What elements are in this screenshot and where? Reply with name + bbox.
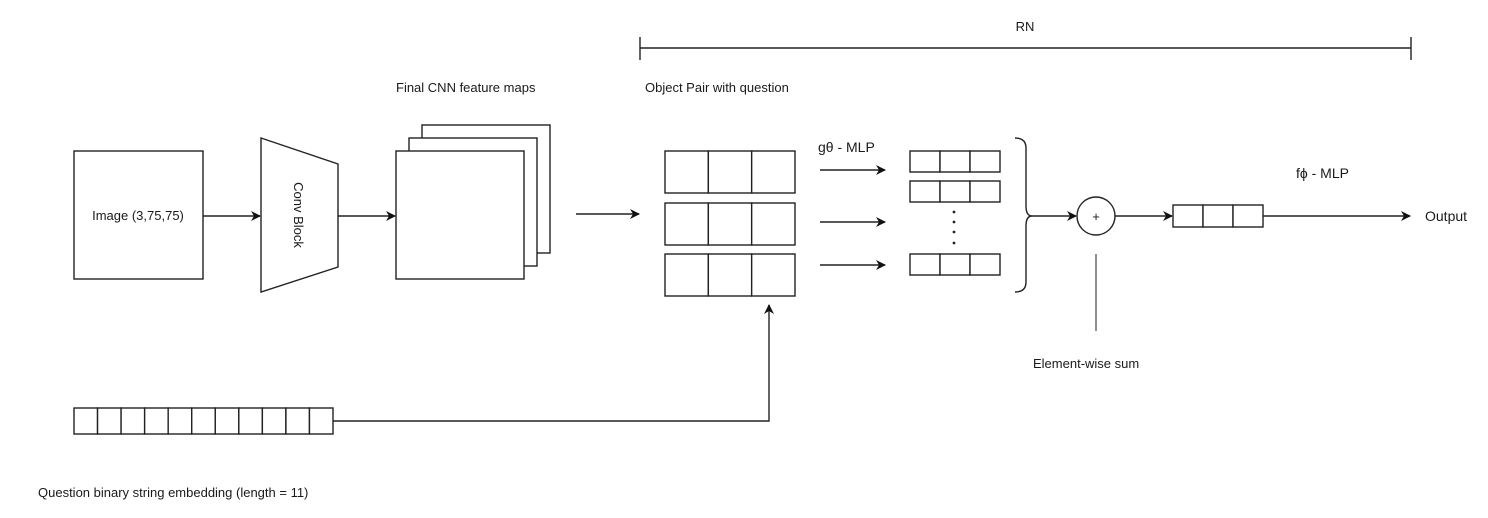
question-embedding-label: Question binary string embedding (length… [38,485,308,500]
feature-map-front [395,150,525,280]
object-pair-row [664,253,796,297]
vector-cell [214,407,240,435]
vector-cell [909,150,941,173]
arrow-question-to-pairs [333,304,774,422]
conv-block-label: Conv Block [291,182,306,248]
vector-cell [120,407,146,435]
vector-cell [750,150,796,194]
feature-maps-label: Final CNN feature maps [396,80,536,95]
object-pair-rows [664,150,796,297]
vector-cell [1172,204,1204,228]
g-theta-label: gθ - MLP [818,139,875,155]
conv-block-node: Conv Block [260,137,339,293]
vector-cell [939,180,971,203]
vector-cell [909,180,941,203]
vector-cell [969,150,1001,173]
f-input-vector [1172,204,1264,228]
vector-cell [261,407,287,435]
image-label: Image (3,75,75) [92,208,184,223]
object-pair-row [664,150,796,194]
vector-cell [308,407,334,435]
question-embedding-vector [73,407,334,435]
vector-cell [73,407,99,435]
question-cells [73,407,334,435]
rn-bracket: RN [639,19,1412,60]
g-output-vector [909,253,1001,276]
sum-brace [1014,137,1033,293]
feature-map-stack [395,124,551,280]
vector-cell [707,253,753,297]
vector-cell [285,407,311,435]
element-wise-sum-label: Element-wise sum [1033,356,1139,371]
vector-cell [939,253,971,276]
vector-cell [750,202,796,246]
vector-cell [1202,204,1234,228]
vector-cell [969,253,1001,276]
vector-cell [664,202,710,246]
g-output-vectors [909,150,1001,276]
vector-cell [143,407,169,435]
g-output-vector [909,180,1001,203]
vector-cell [1232,204,1264,228]
f-input-cells [1172,204,1264,228]
vector-cell [750,253,796,297]
object-pair-label: Object Pair with question [645,80,789,95]
f-phi-label: fϕ - MLP [1296,165,1349,181]
plus-icon: + [1092,209,1100,224]
vector-cell [969,180,1001,203]
vector-cell [707,150,753,194]
vector-cell [939,150,971,173]
ellipsis-dots [952,210,956,245]
vector-cell [96,407,122,435]
vector-cell [664,253,710,297]
rn-label: RN [1016,19,1035,34]
image-node: Image (3,75,75) [73,150,204,280]
vector-cell [664,150,710,194]
vector-cell [909,253,941,276]
vector-cell [707,202,753,246]
vector-cell [238,407,264,435]
output-label: Output [1425,208,1467,224]
vector-cell [167,407,193,435]
g-output-vector [909,150,1001,173]
object-pair-row [664,202,796,246]
sum-node: + [1076,196,1116,236]
vector-cell [191,407,216,435]
